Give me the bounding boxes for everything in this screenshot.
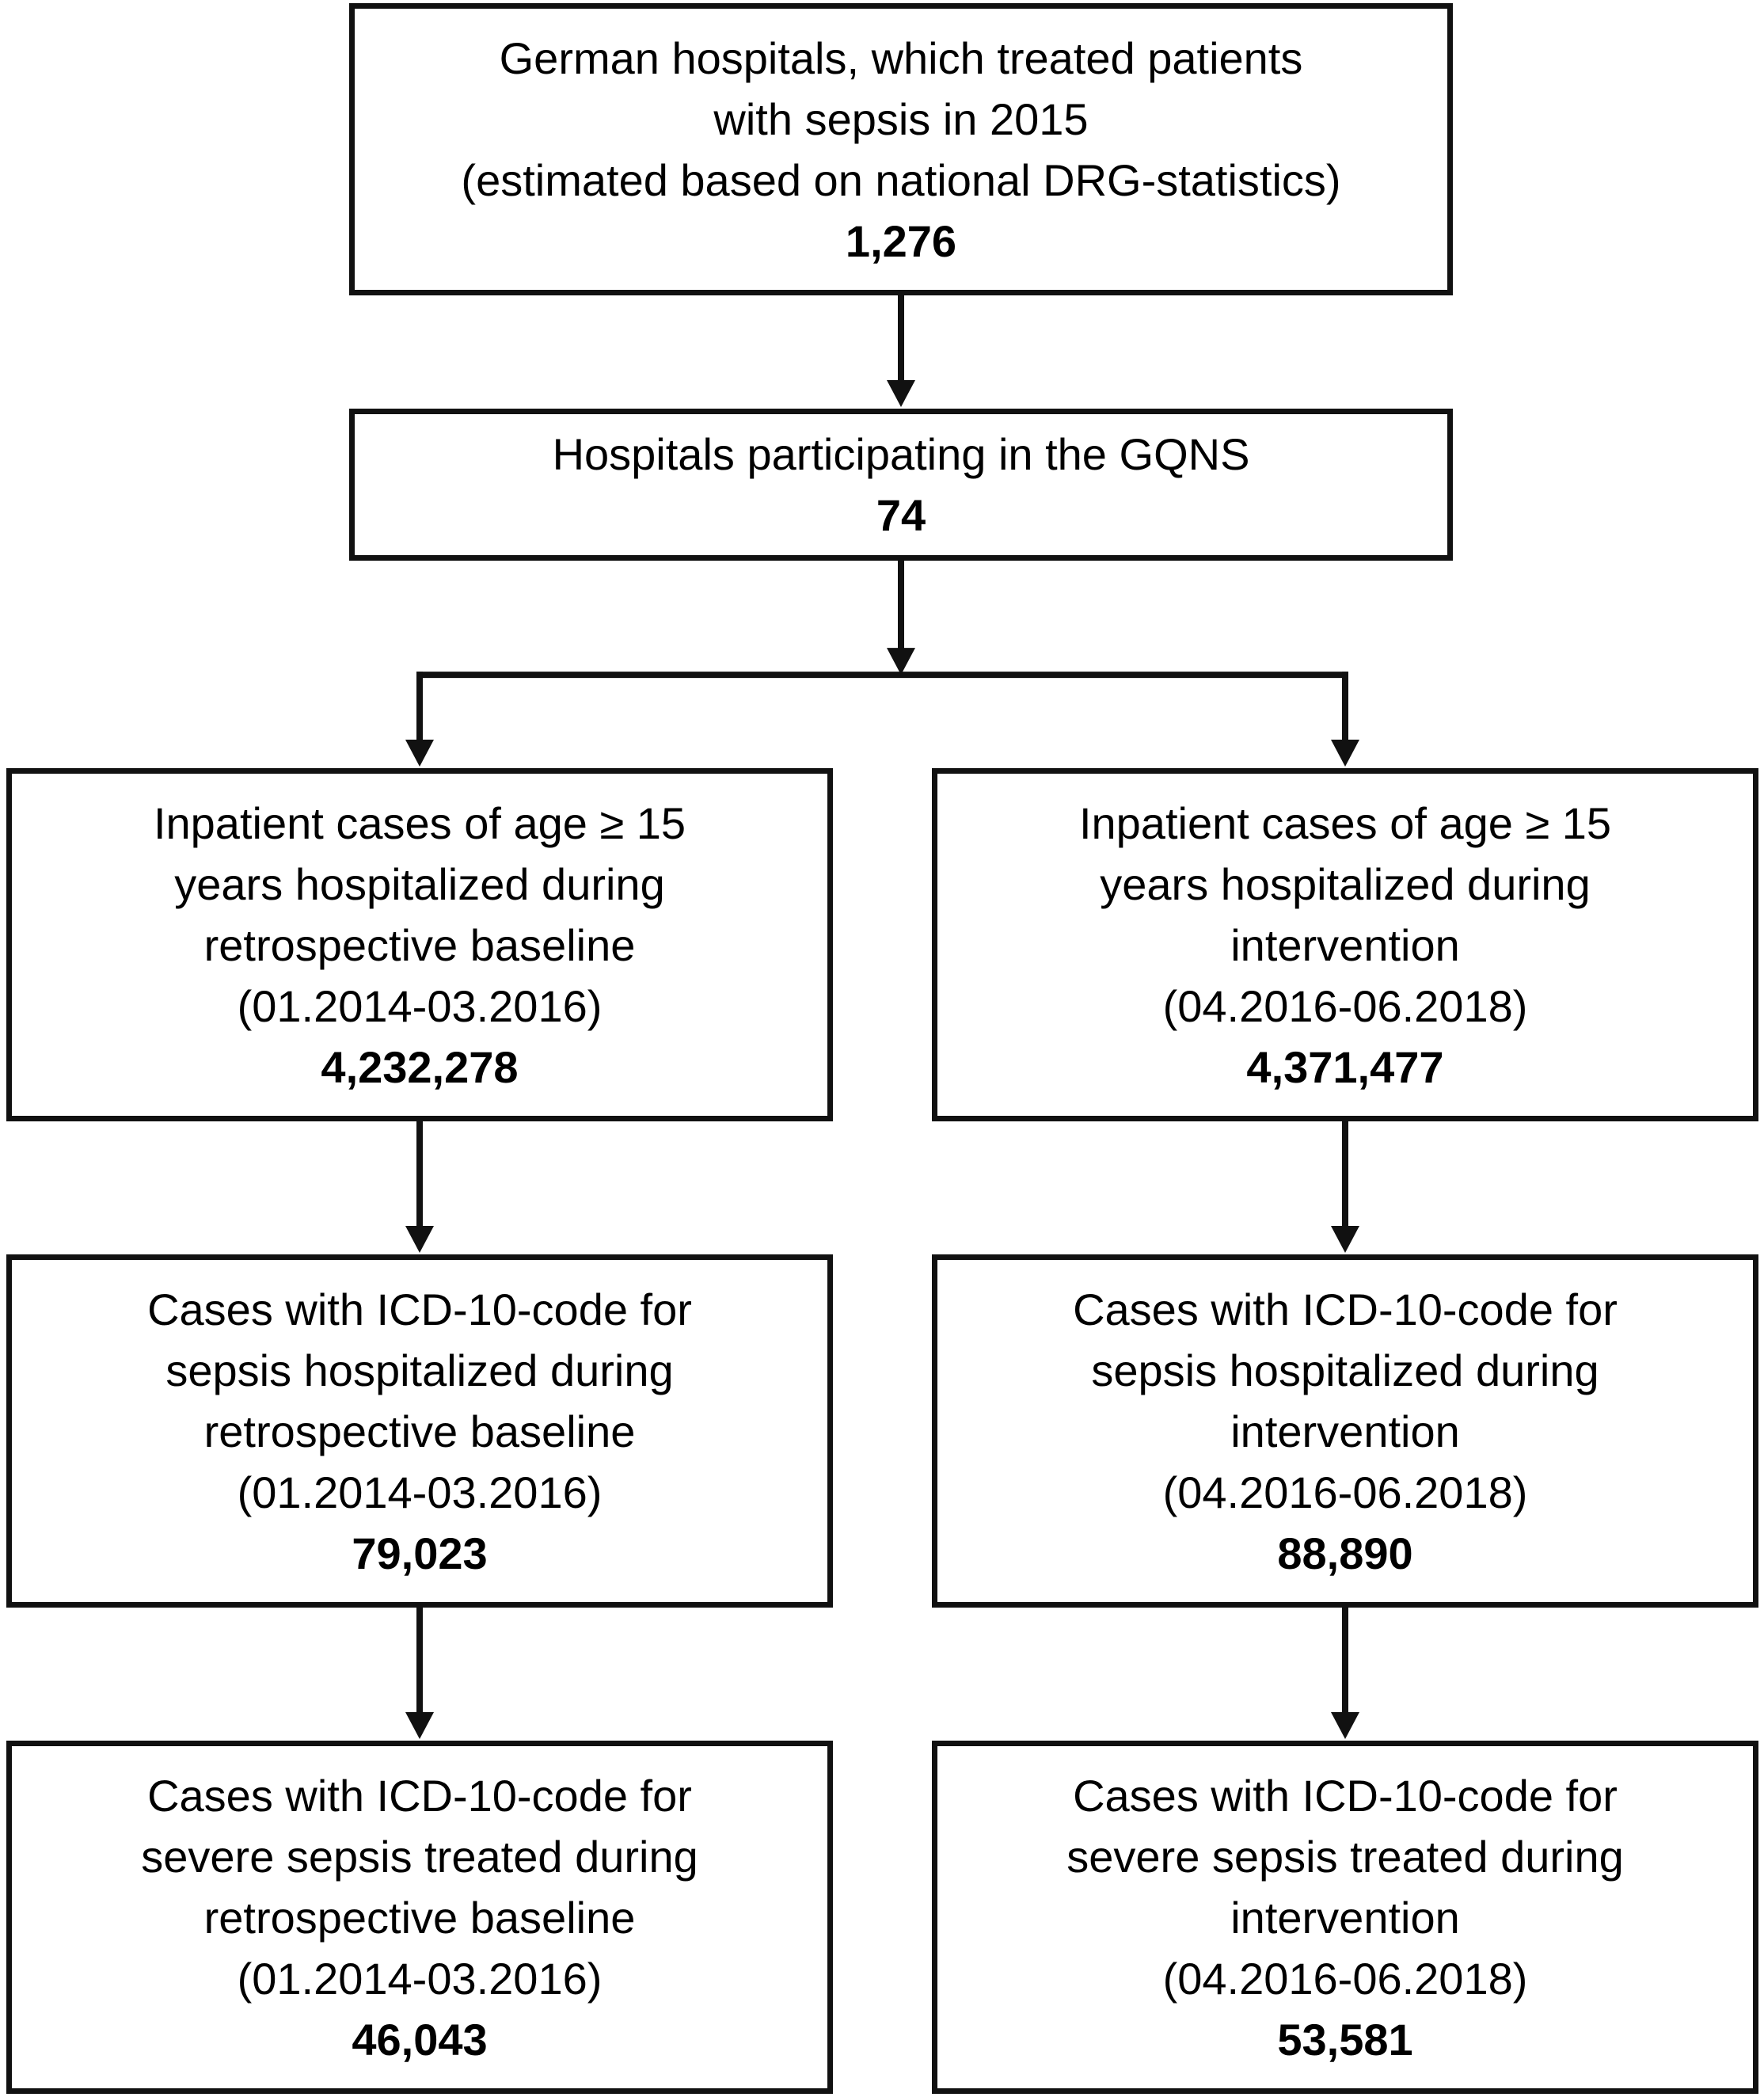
arrowhead-icon: [1331, 740, 1359, 767]
box-text-line: Cases with ICD-10-code for: [1073, 1284, 1618, 1334]
box-count: 46,043: [352, 2014, 488, 2065]
box-intervention-inpatient-cases: Inpatient cases of age ≥ 15 years hospit…: [932, 768, 1758, 1121]
box-text-line: sepsis hospitalized during: [1091, 1345, 1599, 1395]
box-gqns-hospitals: Hospitals participating in the GQNS 74: [349, 409, 1453, 561]
box-text-line: (01.2014-03.2016): [237, 1953, 603, 2004]
arrowhead-icon: [1331, 1712, 1359, 1739]
box-count: 53,581: [1277, 2014, 1413, 2065]
box-text-line: years hospitalized during: [174, 858, 665, 909]
box-text-line: sepsis hospitalized during: [165, 1345, 674, 1395]
box-text-line: intervention: [1230, 919, 1460, 970]
box-count: 79,023: [352, 1528, 488, 1578]
box-text-line: (04.2016-06.2018): [1162, 1953, 1528, 2004]
box-text-line: (04.2016-06.2018): [1162, 1467, 1528, 1517]
box-count: 74: [876, 490, 926, 540]
box-text-line: retrospective baseline: [203, 919, 636, 970]
box-text-line: (04.2016-06.2018): [1162, 980, 1528, 1031]
box-text-line: Inpatient cases of age ≥ 15: [1078, 797, 1612, 848]
box-text-line: Inpatient cases of age ≥ 15: [153, 797, 686, 848]
box-text-line: intervention: [1230, 1406, 1460, 1456]
box-count: 88,890: [1277, 1528, 1413, 1578]
box-german-hospitals: German hospitals, which treated patients…: [349, 3, 1453, 295]
box-count: 1,276: [845, 215, 957, 266]
arrowhead-icon: [405, 740, 434, 767]
box-text-line: with sepsis in 2015: [713, 93, 1089, 144]
box-baseline-inpatient-cases: Inpatient cases of age ≥ 15 years hospit…: [6, 768, 833, 1121]
box-text-line: Cases with ICD-10-code for: [1073, 1770, 1618, 1821]
box-text-line: severe sepsis treated during: [141, 1831, 698, 1882]
box-baseline-severe-sepsis-cases: Cases with ICD-10-code for severe sepsis…: [6, 1741, 833, 2094]
box-text-line: German hospitals, which treated patients: [499, 32, 1303, 83]
box-text-line: Cases with ICD-10-code for: [147, 1284, 692, 1334]
arrowhead-icon: [405, 1226, 434, 1253]
box-text-line: intervention: [1230, 1892, 1460, 1943]
box-text-line: (01.2014-03.2016): [237, 1467, 603, 1517]
box-baseline-sepsis-cases: Cases with ICD-10-code for sepsis hospit…: [6, 1254, 833, 1608]
box-text-line: Hospitals participating in the GQNS: [552, 429, 1250, 479]
arrowhead-icon: [887, 648, 915, 676]
box-text-line: years hospitalized during: [1100, 858, 1591, 909]
box-text-line: (01.2014-03.2016): [237, 980, 603, 1031]
box-intervention-sepsis-cases: Cases with ICD-10-code for sepsis hospit…: [932, 1254, 1758, 1608]
box-text-line: Cases with ICD-10-code for: [147, 1770, 692, 1821]
connector-edges: [405, 292, 1359, 1739]
arrowhead-icon: [1331, 1226, 1359, 1253]
box-text-line: severe sepsis treated during: [1066, 1831, 1624, 1882]
box-count: 4,371,477: [1246, 1041, 1444, 1092]
box-text-line: retrospective baseline: [203, 1892, 636, 1943]
box-text-line: (estimated based on national DRG-statist…: [461, 154, 1341, 205]
box-text-line: retrospective baseline: [203, 1406, 636, 1456]
arrowhead-icon: [887, 380, 915, 407]
box-intervention-severe-sepsis-cases: Cases with ICD-10-code for severe sepsis…: [932, 1741, 1758, 2094]
box-count: 4,232,278: [321, 1041, 519, 1092]
arrowhead-icon: [405, 1712, 434, 1739]
